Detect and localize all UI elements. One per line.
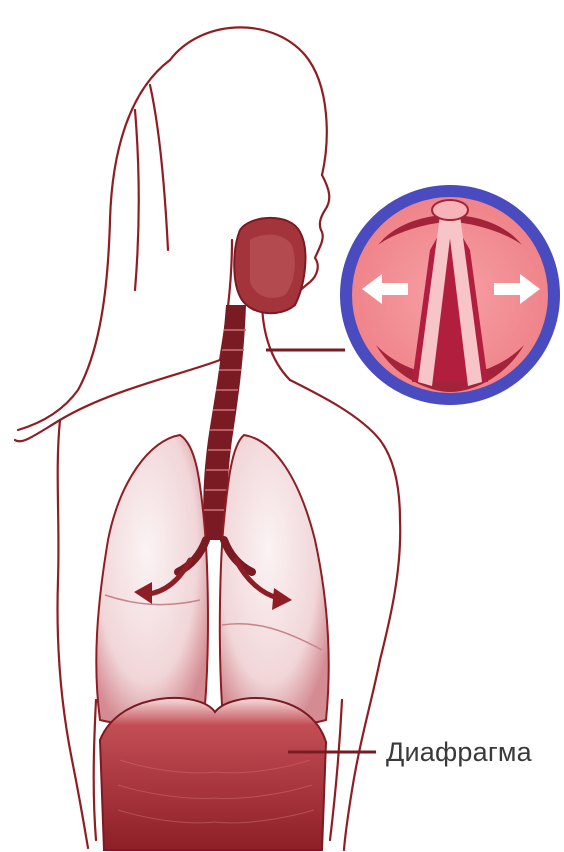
vocal-cords-inset <box>346 191 554 399</box>
oral-cavity <box>234 218 305 313</box>
diaphragm-label: Диафрагма <box>386 737 532 768</box>
left-lung <box>96 435 208 724</box>
diaphragm <box>100 698 326 850</box>
right-lung <box>220 435 329 724</box>
